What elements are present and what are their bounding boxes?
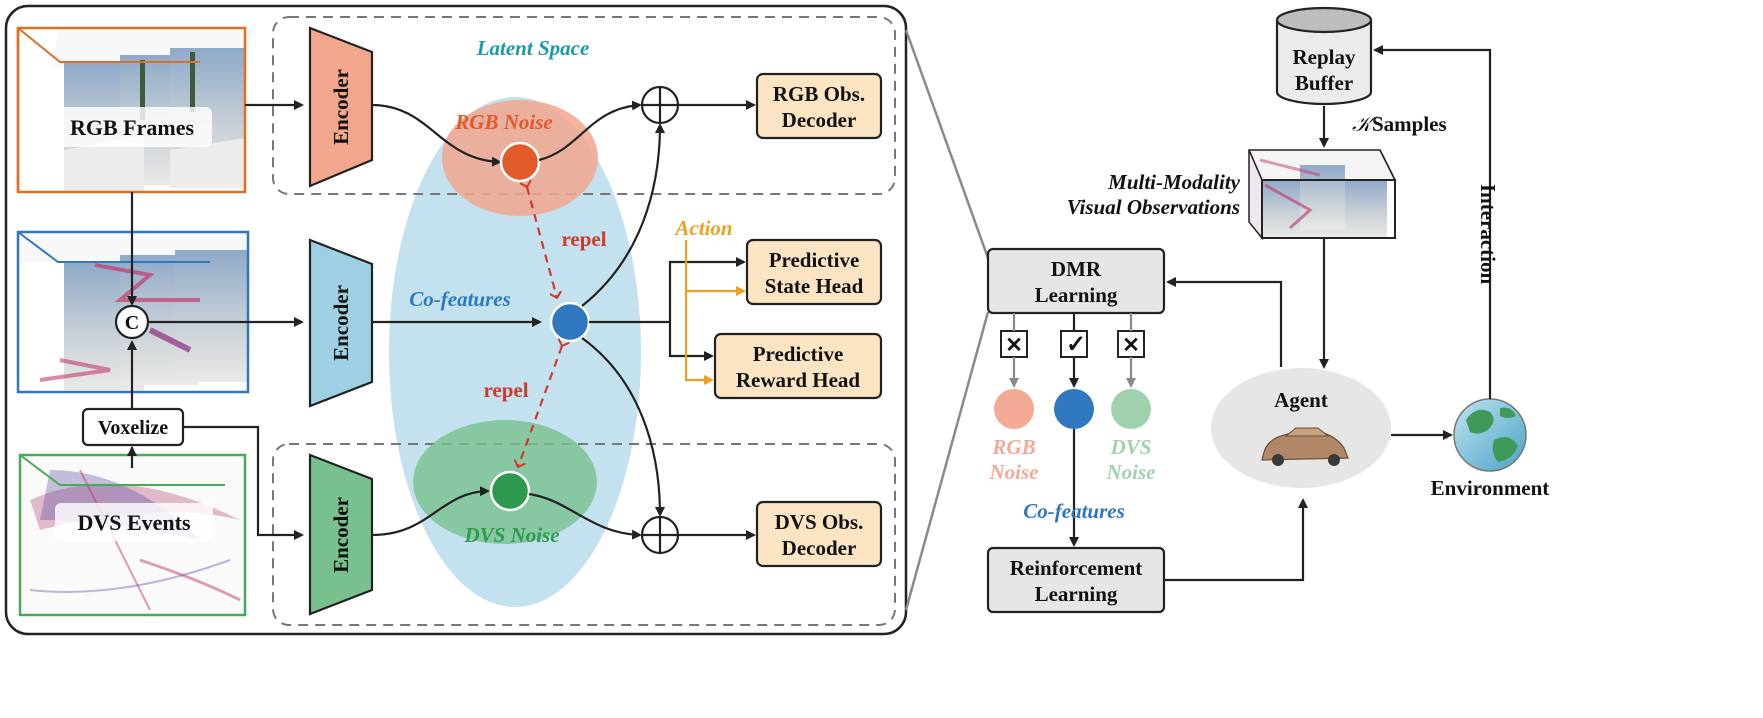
agent-to-dmr-arrow — [1166, 277, 1283, 367]
reward-head-box — [713, 332, 883, 400]
cofeature-to-rgb-sum-arrow — [581, 123, 665, 307]
rgb-branch-group — [272, 16, 896, 195]
dmr-learning-box — [986, 247, 1166, 315]
zoom-line-bottom — [904, 311, 990, 611]
dmr-label-2: Learning — [1035, 283, 1118, 307]
rgb-frames-label: RGB Frames — [70, 115, 194, 140]
agent-label: Agent — [1274, 388, 1328, 412]
fused-frames-cube — [16, 230, 250, 394]
multimodality-label-2: Visual Observations — [1067, 195, 1240, 219]
concat-symbol: C — [125, 312, 139, 334]
rgb-noise-label: RGB Noise — [454, 110, 552, 134]
reward-head-label-1: Predictive — [753, 342, 844, 366]
cofeature-to-dvs-sum-arrow — [581, 337, 665, 517]
car-icon — [1261, 427, 1349, 466]
replay-buffer — [1275, 6, 1373, 106]
dvs-encoder — [308, 453, 374, 616]
rl-label-1: Reinforcement — [1010, 556, 1143, 580]
dmr-label-1: DMR — [1051, 257, 1102, 281]
to-reward-head-arrow — [668, 322, 714, 361]
rgb-noise-node — [499, 141, 541, 183]
rgb-encoder — [308, 26, 374, 188]
rgb-noise-to-sum-arrow — [538, 100, 642, 162]
dvs-decoder-label-2: Decoder — [782, 536, 857, 560]
replay-label-1: Replay — [1293, 45, 1357, 69]
rgb-frames-cube — [16, 26, 255, 194]
globe-icon — [1453, 398, 1527, 472]
dvs-noise-label: DVS Noise — [463, 523, 559, 547]
dvs-events-cube — [18, 453, 247, 617]
cofeature-dot — [1054, 389, 1094, 429]
rgb-cross-mark: ✕ — [1005, 333, 1023, 357]
repel-lower-label: repel — [483, 378, 528, 402]
interaction-label: Interaction — [1476, 184, 1500, 285]
dvs-cross-mark: ✕ — [1122, 333, 1140, 357]
dvs-encoder-label: Encoder — [329, 497, 353, 573]
dvs-noise-node — [489, 470, 531, 512]
fused-encoder-label: Encoder — [329, 285, 353, 361]
check-mark: ✓ — [1066, 332, 1086, 358]
dvs-decoder-box — [755, 500, 883, 568]
rgb-noise-small-label-2: Noise — [989, 460, 1039, 484]
dvs-events-label: DVS Events — [77, 510, 191, 535]
zoom-line-top — [904, 29, 990, 259]
rl-to-agent-arrow — [1164, 498, 1308, 582]
replay-label-2: Buffer — [1295, 71, 1353, 95]
voxelize-label: Voxelize — [98, 417, 168, 439]
rgb-decoder-label-1: RGB Obs. — [773, 82, 865, 106]
dvs-noise-small-label-2: Noise — [1106, 460, 1156, 484]
state-head-box — [745, 238, 883, 306]
repel-dvs-arrow — [518, 346, 562, 467]
environment-label: Environment — [1431, 476, 1550, 500]
repel-rgb-arrow — [527, 187, 557, 298]
rgb-encoder-label: Encoder — [329, 69, 353, 145]
dvs-encoder-to-noise-arrow — [371, 486, 490, 537]
dvs-decoder-label-1: DVS Obs. — [775, 510, 864, 534]
state-head-label-1: Predictive — [769, 248, 860, 272]
samples-label: Samples — [1372, 112, 1447, 136]
dvs-noise-to-sum-arrow — [528, 492, 642, 540]
latent-space-label: Latent Space — [476, 36, 590, 60]
rgb-noise-small-label-1: RGB — [991, 435, 1035, 459]
state-head-label-2: State Head — [765, 274, 864, 298]
cofeature-node — [549, 301, 591, 343]
rgb-decoder-box — [755, 72, 883, 140]
fused-encoder — [308, 238, 374, 408]
dvs-noise-dot — [1111, 389, 1151, 429]
repel-upper-label: repel — [561, 227, 606, 251]
reward-head-label-2: Reward Head — [736, 368, 861, 392]
dvs-noise-small-label-1: DVS — [1110, 435, 1152, 459]
to-state-head-arrow — [668, 257, 746, 322]
cofeatures-label: Co-features — [409, 287, 511, 311]
interaction-arrow — [1373, 45, 1492, 399]
rgb-decoder-label-2: Decoder — [782, 108, 857, 132]
rl-label-2: Learning — [1035, 582, 1118, 606]
rgb-encoder-to-noise-arrow — [371, 103, 502, 167]
dvs-branch-group — [272, 443, 896, 626]
action-label: Action — [673, 216, 732, 240]
cofeatures-small-label: Co-features — [1023, 499, 1125, 523]
action-to-reward-head-arrow — [684, 291, 714, 385]
multi-modality-cube — [1247, 149, 1397, 241]
multimodality-label-1: Multi-Modality — [1107, 170, 1241, 194]
rgb-noise-dot — [994, 389, 1034, 429]
voxel-to-dvs-encoder-arrow — [183, 425, 304, 540]
